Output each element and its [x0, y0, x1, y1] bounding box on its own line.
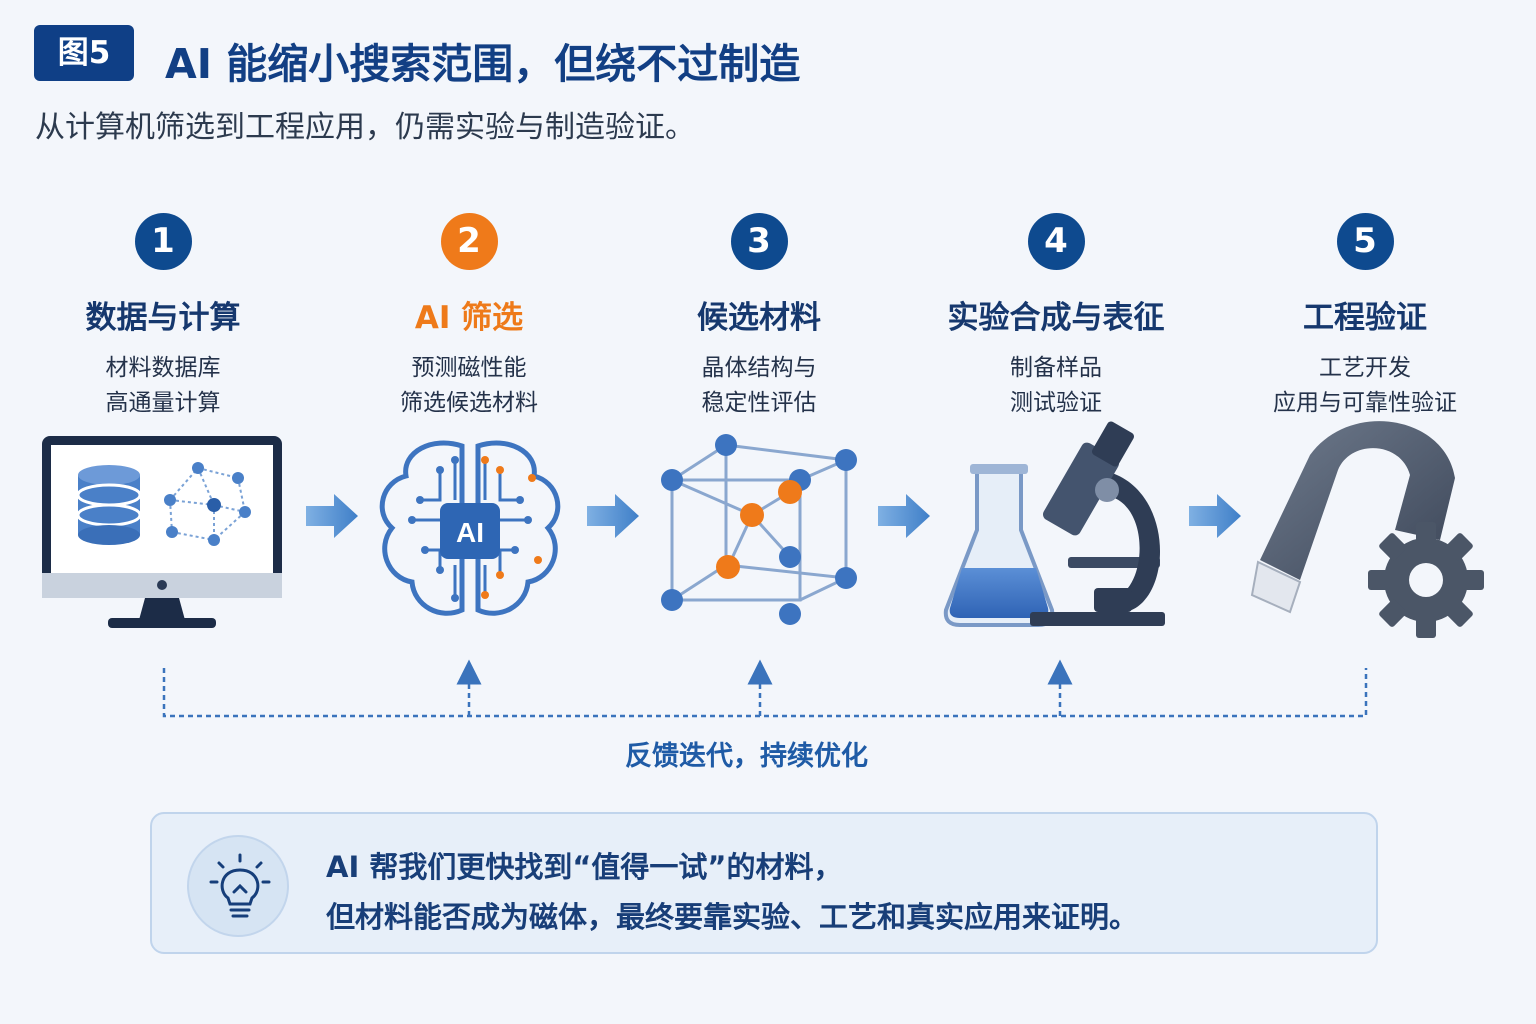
step-description: 预测磁性能筛选候选材料 [400, 355, 538, 416]
step-title: AI 筛选 [414, 300, 524, 336]
step-description: 晶体结构与稳定性评估 [701, 355, 817, 416]
step-title: 数据与计算 [85, 300, 241, 336]
step-number: 2 [440, 213, 498, 270]
page-subtitle: 从计算机筛选到工程应用，仍需实验与制造验证。 [35, 110, 695, 145]
flow-arrow [878, 494, 930, 538]
step-title: 实验合成与表征 [947, 300, 1165, 336]
figure-badge: 图5 [34, 25, 134, 81]
step-2: 2 AI 筛选 预测磁性能筛选候选材料 [324, 213, 614, 421]
step-3: 3 候选材料 晶体结构与稳定性评估 [614, 213, 904, 421]
step-5: 5 工程验证 工艺开发应用与可靠性验证 [1220, 213, 1510, 421]
callout-line-2: 但材料能否成为磁体，最终要靠实验、工艺和真实应用来证明。 [326, 900, 1139, 934]
callout-box: AI 帮我们更快找到“值得一试”的材料， 但材料能否成为磁体，最终要靠实验、工艺… [150, 812, 1378, 954]
magnet-gear-icon [1250, 421, 1484, 638]
page-title: AI 能缩小搜索范围，但绕不过制造 [165, 40, 801, 88]
flow-arrow [587, 494, 639, 538]
feedback-loop [162, 659, 1368, 718]
step-description: 材料数据库高通量计算 [105, 355, 221, 416]
step-number: 1 [134, 213, 192, 270]
crystal-lattice-icon [661, 434, 857, 625]
step-description: 制备样品测试验证 [1010, 355, 1102, 416]
flow-arrow [306, 494, 358, 538]
step-1: 1 数据与计算 材料数据库高通量计算 [18, 213, 308, 421]
lightbulb-icon [187, 835, 289, 937]
step-title: 工程验证 [1303, 300, 1427, 336]
step-title: 候选材料 [697, 300, 821, 336]
step-4: 4 实验合成与表征 制备样品测试验证 [911, 213, 1201, 421]
callout-line-1: AI 帮我们更快找到“值得一试”的材料， [326, 850, 843, 884]
feedback-label: 反馈迭代，持续优化 [625, 741, 868, 772]
ai-brain-icon: AI [379, 440, 561, 616]
step-number: 4 [1027, 213, 1085, 270]
step-number: 3 [730, 213, 788, 270]
step-number: 5 [1336, 213, 1394, 270]
flow-arrows [306, 494, 1241, 538]
step-description: 工艺开发应用与可靠性验证 [1273, 355, 1457, 416]
flow-arrow [1189, 494, 1241, 538]
ai-chip-label: AI [456, 517, 484, 548]
flask-microscope-icon [943, 421, 1165, 627]
computer-database-icon [42, 436, 282, 628]
